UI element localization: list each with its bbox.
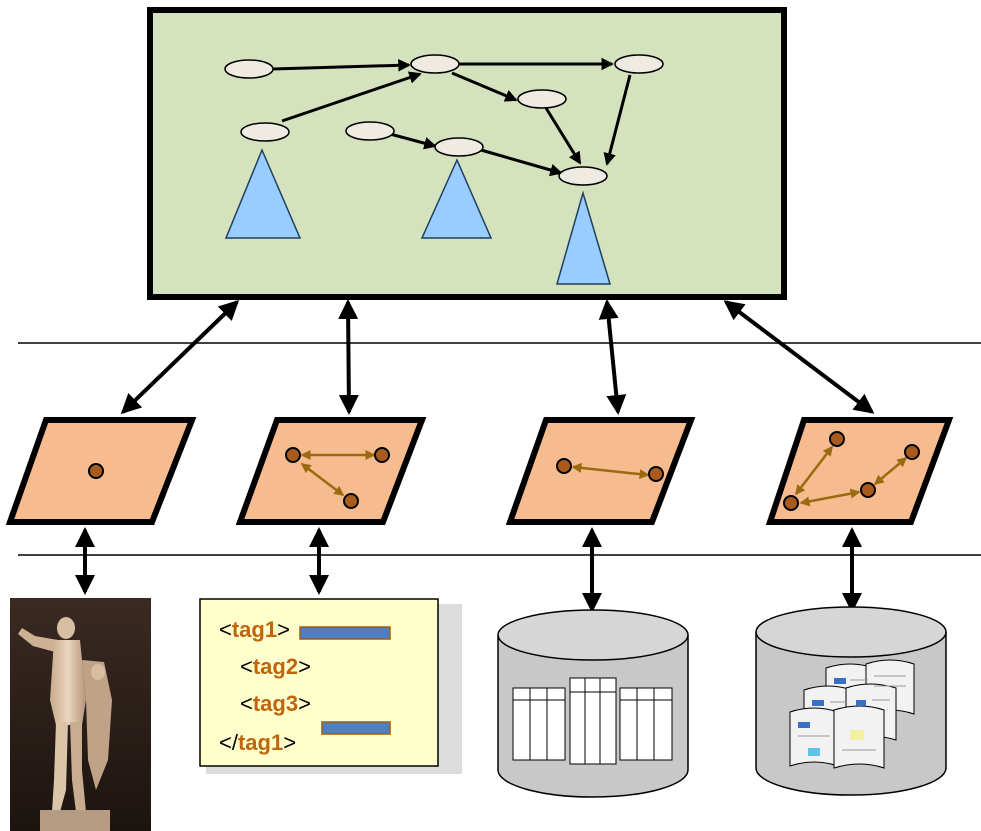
edge (451, 71, 518, 102)
graph-node (224, 59, 274, 79)
schema-node-dot (904, 444, 920, 460)
schema-node-dot (88, 463, 104, 479)
relation-arrow (873, 457, 908, 485)
graph-node (434, 137, 484, 157)
schema-node-dot (343, 493, 359, 509)
graph-node (410, 54, 460, 74)
triangle-subtree-1 (224, 148, 302, 239)
xml-value-bar (321, 721, 391, 735)
source-schema-panel-2 (235, 417, 427, 525)
graph-node (614, 54, 664, 74)
xml-line-3: <tag3> (240, 691, 311, 716)
xml-value-bar (299, 626, 391, 640)
graph-node (517, 89, 567, 109)
edge (603, 74, 632, 166)
graph-node (558, 166, 608, 186)
relation-arrow (571, 462, 650, 480)
triangle-subtree-3 (556, 190, 612, 285)
database-tables-icon (497, 609, 689, 798)
edge (281, 71, 422, 123)
relation-arrow (795, 445, 833, 496)
schema-node-dot (829, 431, 845, 447)
schema-node-dot (285, 447, 301, 463)
edge (480, 148, 563, 177)
xml-line-4: </tag1> (219, 730, 296, 755)
schema-node-dot (648, 466, 664, 482)
mapping-arrow-3 (598, 299, 627, 415)
schema-node-dot (556, 458, 572, 474)
relation-arrow (799, 488, 861, 507)
triangle-subtree-2 (420, 158, 493, 239)
xml-document-icon: <tag1> <tag2> <tag3> </tag1> (199, 598, 462, 774)
mapping-arrow-2 (338, 299, 359, 415)
schema-node-dot (783, 495, 799, 511)
graph-node (345, 121, 395, 141)
xml-line-1: <tag1> (219, 617, 290, 642)
edge (389, 132, 437, 150)
database-documents-icon (755, 606, 947, 796)
edge (544, 107, 582, 165)
graph-node (240, 122, 290, 142)
mapping-arrow-1 (120, 299, 240, 415)
statue-photo-icon (10, 598, 151, 831)
xml-line-2: <tag2> (240, 654, 311, 679)
relation-arrow (300, 463, 345, 496)
schema-node-dot (860, 482, 876, 498)
global-schema-panel (147, 7, 787, 300)
schema-node-dot (374, 447, 390, 463)
mapping-arrow-4 (723, 300, 875, 414)
edge (272, 59, 411, 72)
